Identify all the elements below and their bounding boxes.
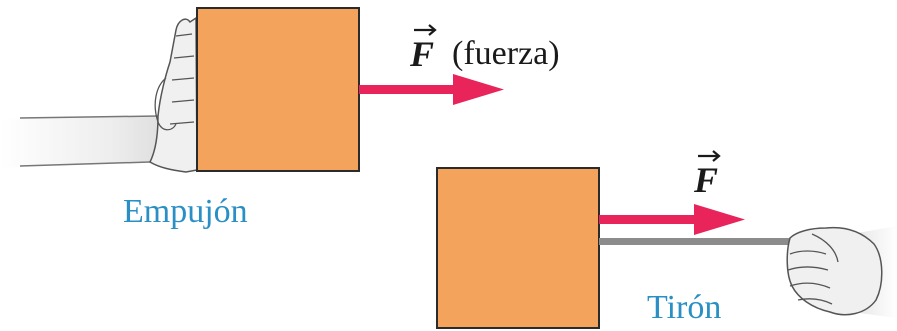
push-force-arrow [359, 74, 504, 105]
push-palm [149, 16, 198, 173]
push-force-description: (fuerza) [452, 35, 560, 72]
pull-caption: Tirón [647, 289, 721, 326]
pull-palm [786, 226, 883, 316]
push-panel: F (fuerza) Empujón [0, 7, 560, 230]
pull-force-symbol: F [693, 160, 718, 200]
pull-panel: F Tirón [436, 150, 897, 329]
push-arrow-shaft [359, 85, 459, 94]
pull-thumb [811, 233, 839, 263]
pull-force-arrow [599, 204, 745, 235]
push-vector-arrow-icon [414, 24, 437, 36]
push-forearm-outline [19, 115, 159, 167]
push-thumb [154, 77, 177, 131]
pull-rope [599, 238, 829, 245]
push-fingers [169, 33, 195, 125]
push-forearm [0, 112, 182, 168]
push-force-symbol: F [409, 34, 434, 74]
push-arrow-head [453, 74, 504, 105]
pull-force-label: F [693, 150, 721, 200]
pushed-box [196, 7, 360, 172]
pull-arrow-head [694, 204, 745, 235]
pull-vector-arrow-icon [698, 150, 721, 162]
pull-fingers [787, 250, 833, 305]
pulled-box [436, 167, 600, 329]
pull-arrow-shaft [599, 215, 699, 224]
pushing-hand-icon [0, 16, 198, 173]
pulling-hand-icon [786, 226, 897, 318]
push-force-label: F (fuerza) [409, 24, 560, 74]
push-caption: Empujón [123, 193, 248, 230]
